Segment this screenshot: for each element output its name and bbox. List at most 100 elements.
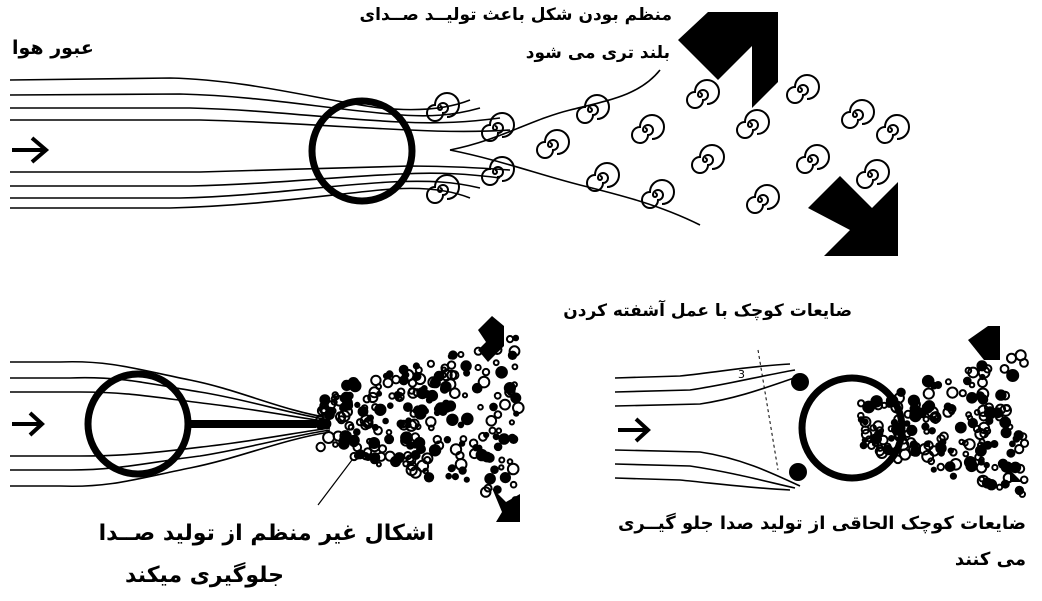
turbulent-particle — [509, 352, 516, 359]
turbulent-particle — [499, 458, 504, 463]
turbulent-particle — [412, 442, 418, 448]
turbulent-particle — [970, 383, 975, 388]
turbulent-particle — [354, 429, 360, 435]
bottom-right-cylinder — [802, 378, 902, 478]
turbulent-particle — [996, 390, 1005, 399]
turbulent-particle — [508, 459, 513, 464]
turbulent-particle — [414, 363, 419, 368]
turbulent-particle — [460, 441, 464, 445]
label-right-bottom-caption-line1: ضایعات کوچک الحاقی از تولید صدا جلو گیــ… — [618, 512, 1026, 535]
turbulent-particle — [342, 393, 352, 403]
turbulent-particle — [487, 416, 497, 426]
top-cylinder — [312, 101, 412, 201]
turbulent-particle — [395, 453, 404, 462]
turbulent-particle — [445, 437, 450, 442]
turbulent-particle — [404, 403, 412, 411]
turbulent-particle — [887, 396, 898, 407]
turbulent-particle — [321, 408, 326, 413]
bottom-left-cylinder — [88, 374, 188, 474]
turbulent-particle — [371, 376, 380, 385]
turbulent-particle — [957, 426, 962, 431]
turbulent-particle — [889, 436, 894, 441]
turbulent-particle — [946, 379, 951, 384]
bottom-left-sound-arrow-down-icon — [492, 488, 520, 522]
turbulent-particle — [483, 369, 489, 375]
bottom-left-turbulent-wake — [316, 336, 523, 503]
turbulent-particle — [384, 378, 393, 387]
turbulent-particle — [342, 381, 351, 390]
turbulent-particle — [447, 415, 457, 425]
turbulent-particle — [905, 421, 910, 426]
turbulent-particle — [945, 404, 951, 410]
turbulent-particle — [1011, 463, 1021, 473]
trip-bump-top — [791, 373, 809, 391]
bottom-right-sound-arrow-up-icon — [968, 326, 1000, 360]
turbulent-particle — [349, 425, 354, 430]
turbulent-particle — [922, 424, 928, 430]
turbulent-particle — [387, 430, 392, 435]
turbulent-particle — [997, 485, 1002, 490]
turbulent-particle — [491, 466, 498, 473]
turbulent-particle — [930, 428, 935, 433]
top-panel — [10, 12, 909, 256]
turbulent-particle — [936, 443, 940, 447]
turbulent-particle — [985, 463, 989, 467]
turbulent-particle — [507, 336, 513, 342]
turbulent-particle — [453, 474, 458, 479]
bottom-left-leader-line — [318, 460, 352, 505]
turbulent-particle — [385, 452, 394, 461]
label-right-top-caption: ضایعات کوچک با عمل آشفته کردن — [563, 300, 852, 322]
turbulent-particle — [490, 428, 496, 434]
label-right-bottom-caption-line2: می کنند — [955, 548, 1026, 571]
turbulent-particle — [984, 442, 991, 449]
turbulent-particle — [490, 404, 497, 411]
turbulent-particle — [924, 401, 934, 411]
label-top-caption-line1: منظم بودن شکل باعث تولیــد صــدای — [360, 4, 672, 26]
turbulent-particle — [409, 388, 415, 394]
turbulent-particle — [414, 406, 421, 413]
top-sound-arrow-up-icon — [678, 12, 778, 108]
turbulent-particle — [388, 403, 393, 408]
turbulent-particle — [398, 421, 405, 428]
turbulent-particle — [412, 451, 420, 459]
turbulent-particle — [400, 366, 408, 374]
turbulent-particle — [508, 464, 519, 475]
turbulent-particle — [364, 396, 371, 403]
turbulent-particle — [479, 377, 490, 388]
turbulent-particle — [1015, 431, 1023, 439]
turbulent-particle — [866, 404, 872, 410]
turbulent-particle — [428, 391, 438, 401]
turbulent-particle — [1021, 477, 1028, 484]
turbulent-particle — [924, 389, 934, 399]
bottom-left-flow-arrow-icon — [12, 413, 42, 435]
turbulent-particle — [446, 474, 451, 479]
turbulent-particle — [495, 444, 502, 451]
turbulent-particle — [960, 390, 966, 396]
label-left-caption-line2: جلوگیری میکند — [125, 562, 284, 591]
turbulent-particle — [501, 473, 510, 482]
turbulent-particle — [356, 450, 364, 458]
bottom-left-sound-arrow-up-icon — [478, 316, 504, 362]
turbulent-particle — [477, 450, 487, 460]
turbulent-particle — [1002, 428, 1011, 437]
turbulent-particle — [514, 412, 518, 416]
turbulent-particle — [500, 400, 510, 410]
turbulent-particle — [499, 434, 509, 444]
turbulent-particle — [963, 452, 968, 457]
turbulent-particle — [510, 420, 514, 424]
turbulent-particle — [316, 420, 325, 429]
turbulent-particle — [425, 473, 433, 481]
turbulent-particle — [465, 478, 469, 482]
turbulent-particle — [863, 438, 867, 442]
turbulent-particle — [909, 396, 919, 406]
turbulent-particle — [385, 435, 393, 443]
turbulent-particle — [991, 441, 997, 447]
turbulent-particle — [495, 393, 501, 399]
turbulent-particle — [897, 389, 904, 396]
turbulent-particle — [510, 436, 517, 443]
turbulent-particle — [478, 405, 483, 410]
turbulent-particle — [904, 431, 910, 437]
turbulent-particle — [947, 388, 957, 398]
turbulent-particle — [458, 352, 463, 357]
